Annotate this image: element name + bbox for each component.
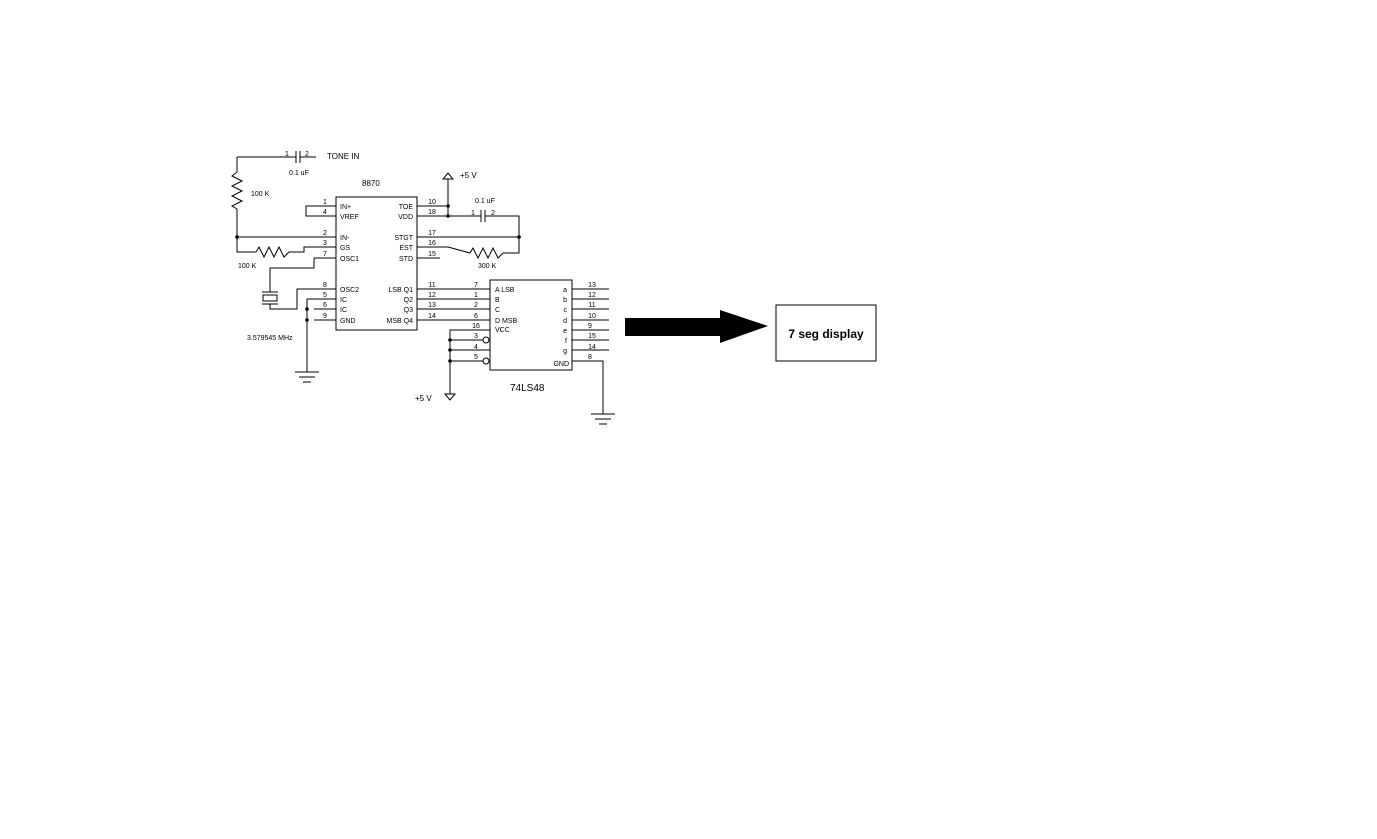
- ic1-pin-name: STGT: [394, 235, 413, 242]
- crystal: 3.579545 MHz: [247, 258, 315, 342]
- ic1-pin-name: MSB Q4: [387, 318, 414, 325]
- ic1-pin-name: VDD: [398, 214, 413, 221]
- ic1-pin: 7: [323, 251, 327, 258]
- cap-input-pin1: 1: [285, 151, 289, 158]
- resistor-top: 100 K: [230, 157, 270, 237]
- ic2-pin: 8: [588, 354, 592, 361]
- res-bottom-value: 100 K: [238, 263, 257, 270]
- tone-in-label: TONE IN: [327, 152, 360, 161]
- ic2-pin: 16: [472, 323, 480, 330]
- ic1-pin: 5: [323, 292, 327, 299]
- ic-8870: 8870 1 4 2 3 7 8 5 6 9 IN+ VREF IN- GS O…: [314, 179, 521, 331]
- crystal-value: 3.579545 MHz: [247, 335, 293, 342]
- ic2-pin: 9: [588, 323, 592, 330]
- ic1-pin: 9: [323, 313, 327, 320]
- cap-input-pin2: 2: [305, 151, 309, 158]
- vcc-top-label: +5 V: [460, 171, 477, 180]
- input-capacitor: 1 2 0.1 uF: [237, 151, 316, 177]
- ic2-pin-name: GND: [553, 361, 569, 368]
- ic1-pin-name: Q2: [404, 297, 413, 304]
- ic-74ls48: 74LS48 7 1 2 6 16 3 4 5 A LSB B C D MSB …: [448, 279, 609, 414]
- seven-seg-display: 7 seg display: [775, 304, 877, 362]
- ground-ic1: [295, 298, 319, 383]
- ic1-pin: 3: [323, 240, 327, 247]
- ic1-pin: 6: [323, 302, 327, 309]
- resistor-est: 300 K: [447, 237, 520, 270]
- ic1-pin: 16: [428, 240, 436, 247]
- ic1-pin-name: LSB Q1: [388, 287, 413, 294]
- ic1-pin: 18: [428, 209, 436, 216]
- ic1-pin: 8: [323, 282, 327, 289]
- ic2-pin-name: e: [563, 328, 567, 335]
- ic2-pin-name: D MSB: [495, 318, 518, 325]
- ic2-pin-name: VCC: [495, 327, 510, 334]
- ic2-pin-name: g: [563, 348, 567, 355]
- ground-ic2: [591, 413, 615, 425]
- ic1-pin-name: GS: [340, 245, 350, 252]
- cap-vdd-pin2: 2: [491, 210, 495, 217]
- ic2-pin-name: d: [563, 318, 567, 325]
- ic1-pin-name: EST: [399, 245, 413, 252]
- ic2-pin: 5: [474, 354, 478, 361]
- ic1-name: 8870: [362, 179, 380, 188]
- ic2-pin: 10: [588, 313, 596, 320]
- ic2-name: 74LS48: [510, 383, 545, 394]
- ic1-pin: 13: [428, 302, 436, 309]
- ic1-pin-name: Q3: [404, 307, 413, 314]
- ic1-pin: 15: [428, 251, 436, 258]
- ic2-pin: 12: [588, 292, 596, 299]
- ic1-pin: 11: [428, 282, 435, 289]
- cap-vdd-value: 0.1 uF: [475, 198, 495, 205]
- ic2-pin: 13: [588, 282, 596, 289]
- ic1-pin-name: IN+: [340, 204, 351, 211]
- ic2-pin-name: C: [495, 307, 500, 314]
- ic1-pin: 12: [428, 292, 436, 299]
- ic1-pin-name: GND: [340, 318, 356, 325]
- ic2-pin-name: B: [495, 297, 500, 304]
- ic1-pin-name: OSC1: [340, 256, 359, 263]
- ic2-pin: 6: [474, 313, 478, 320]
- ic2-pin-name: b: [563, 297, 567, 304]
- ic2-pin-name: f: [565, 338, 567, 345]
- ic2-pin-name: A LSB: [495, 287, 515, 294]
- res-top-value: 100 K: [251, 191, 270, 198]
- ic1-pin: 1: [323, 199, 327, 206]
- ic1-pin-name: IC: [340, 297, 347, 304]
- ic2-pin-name: a: [563, 287, 567, 294]
- vcc-top: +5 V: [441, 171, 477, 218]
- vcc-bottom-label: +5 V: [415, 394, 432, 403]
- res-est-value: 300 K: [478, 263, 497, 270]
- resistor-bottom: 100 K: [236, 237, 336, 270]
- ic1-pin: 17: [428, 230, 436, 237]
- ic2-pin: 14: [588, 344, 596, 351]
- ic2-pin: 11: [588, 302, 595, 309]
- ic2-pin: 2: [474, 302, 478, 309]
- vcc-bottom: +5 V: [415, 393, 457, 403]
- ic2-pin: 1: [474, 292, 478, 299]
- cap-input-value: 0.1 uF: [289, 170, 309, 177]
- ic2-pin: 7: [474, 282, 478, 289]
- ic1-pin-name: OSC2: [340, 287, 359, 294]
- ic1-pin: 4: [323, 209, 327, 216]
- ic1-pin-name: STD: [399, 256, 413, 263]
- ic1-pin-name: IC: [340, 307, 347, 314]
- ic1-pin: 2: [323, 230, 327, 237]
- ic2-pin: 3: [474, 333, 478, 340]
- ic1-pin: 10: [428, 199, 436, 206]
- cap-vdd-pin1: 1: [471, 210, 475, 217]
- ic2-pin-name: c: [564, 307, 568, 314]
- ic2-pin: 4: [474, 344, 478, 351]
- vdd-capacitor: 1 2 0.1 uF: [448, 198, 520, 237]
- ic1-pin: 14: [428, 313, 436, 320]
- ic1-pin-name: TOE: [399, 204, 414, 211]
- ic1-pin-name: VREF: [340, 214, 359, 221]
- arrow-to-display: [625, 310, 768, 343]
- display-label: 7 seg display: [788, 327, 864, 341]
- ic1-pin-name: IN-: [340, 235, 350, 242]
- ic2-pin: 15: [588, 333, 596, 340]
